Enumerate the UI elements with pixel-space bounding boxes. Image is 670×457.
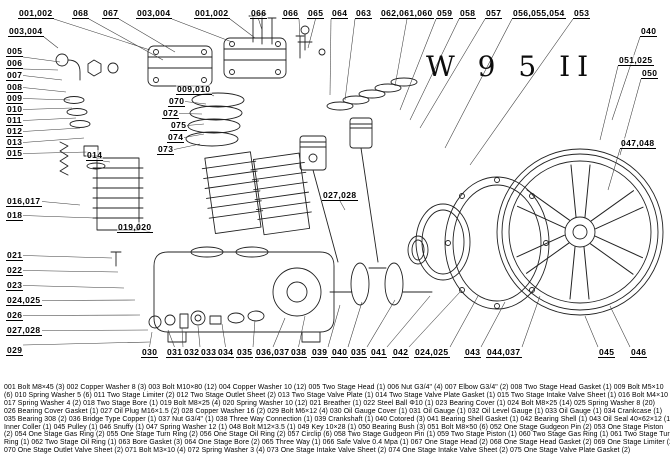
part-callout: 075 [170,120,188,131]
part-callout: 007 [6,70,24,81]
part-callout: 068 [72,8,90,19]
part-callout: 059 [436,8,454,19]
part-callout: 024,025 [414,347,450,358]
bearing-shell-art [407,176,550,310]
part-callout: 043 [464,347,482,358]
part-callout: 030 [141,347,159,358]
part-callout: 010 [6,104,24,115]
part-callout: 072 [162,108,180,119]
part-callout: 050 [641,68,659,79]
part-callout: 062,061,060 [380,8,434,19]
part-callout: 045 [598,347,616,358]
part-callout: 034 [217,347,235,358]
parts-list-line: Ring (1) 062 Two Stage Oil Ring (1) 063 … [4,439,670,447]
part-callout: 003,004 [136,8,172,19]
part-callout: 038 [290,347,308,358]
part-callout: 001,002 [18,8,54,19]
parts-list-line: 026 Bearing Cover Gasket (1) 027 Oil Plu… [4,407,663,415]
part-callout: 053 [573,8,591,19]
part-callout: 074 [167,132,185,143]
cylinder-heads-art [147,37,287,87]
flywheel-pulley-art [496,148,664,316]
oil-gauge-parts-art [148,310,265,329]
parts-list-line: (2) 054 One Stage Gas Ring (2) 055 One S… [4,431,670,439]
part-callout: 035 [236,347,254,358]
part-callout: 026 [6,310,24,321]
part-callout: 033 [200,347,218,358]
part-callout: 006 [6,58,24,69]
part-callout: 021 [6,250,24,261]
part-callout: 044,037 [486,347,522,358]
part-callout: 040 [331,347,349,358]
part-callout: 035 [350,347,368,358]
crankcase-art [153,246,335,343]
part-callout: 001,002 [194,8,230,19]
part-callout: 027,028 [6,325,42,336]
part-callout: 046 [630,347,648,358]
part-callout: 047,048 [620,138,656,149]
parts-list-line: Inner Coller (1) 045 Pulley (1) 046 Snuf… [4,423,664,431]
part-callout: 023 [6,280,24,291]
part-callout: 042 [392,347,410,358]
part-callout: 018 [6,210,24,221]
pistons-rings-art [299,77,418,263]
part-callout: 064 [331,8,349,19]
part-callout: 063 [355,8,373,19]
part-callout: 056,055,054 [512,8,566,19]
part-callout: 009,010 [176,84,212,95]
part-callout: 051,025 [618,55,654,66]
part-callout: 031 [166,347,184,358]
part-callout: 019,020 [117,222,153,233]
part-callout: 058 [459,8,477,19]
part-callout: 022 [6,265,24,276]
parts-list-line: 001 Bolt M8×45 (3) 002 Copper Washer 8 (… [4,384,664,391]
part-callout: 057 [485,8,503,19]
model-title: W 9 5 II [426,50,596,83]
one-stage-cylinders-art [201,151,312,236]
part-callout: 066 [282,8,300,19]
part-callout: 039 [311,347,329,358]
part-callout: 065 [307,8,325,19]
part-callout: 067 [102,8,120,19]
fittings-art [55,53,119,81]
breather-art [110,251,122,267]
part-callout: 070 [168,96,186,107]
part-callout: 041 [370,347,388,358]
part-callout: 024,025 [6,295,42,306]
part-callout: 040 [640,26,658,37]
part-callout: 016,017 [6,196,42,207]
part-callout: 032 [183,347,201,358]
parts-list-line: 070 One Stage Outlet Valve Sheet (2) 071… [4,447,631,455]
part-callout: 013 [6,137,24,148]
part-callout: 011 [6,115,23,126]
parts-list-line: (6) 010 Spring Washer 5 (6) 011 Two Stag… [4,391,670,399]
part-callout: 029 [6,345,24,356]
parts-list-line: 017 Spring Washer 4 (2) 018 Two Stage Bo… [4,399,656,407]
part-callout: 003,004 [8,26,44,37]
part-callout: 027,028 [322,190,358,201]
crankshaft-art [329,262,433,306]
part-callout: 066 [250,8,268,19]
part-callout: 008 [6,82,24,93]
parts-list-line: 035 Bearing 308 (2) 036 Bridge Type Copp… [4,415,670,423]
part-callout: 036,037 [255,347,291,358]
part-callout: 015 [6,148,24,159]
part-callout: 073 [157,144,175,155]
part-callout: 012 [6,126,24,137]
valve-plate-stack-art [185,92,245,147]
part-callout: 005 [6,46,24,57]
part-callout: 014 [86,150,104,161]
part-callout: 009 [6,93,24,104]
parts-list: 001 Bolt M8×45 (3) 002 Copper Washer 8 (… [4,384,670,455]
